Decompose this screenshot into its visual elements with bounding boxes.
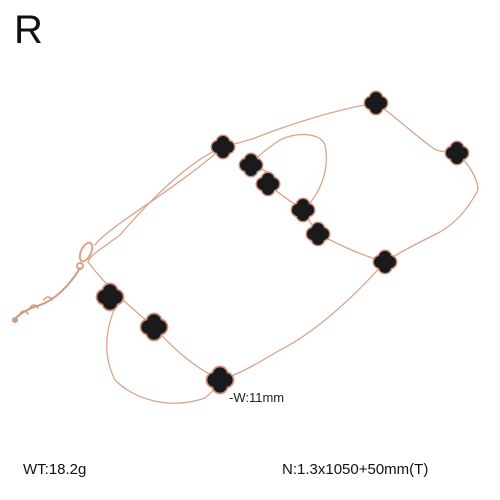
size-spec-label: N:1.3x1050+50mm(T) (282, 461, 429, 478)
extension-drop (12, 317, 18, 323)
lobster-clasp (76, 241, 94, 270)
necklace-chain (87, 102, 479, 404)
brand-letter-badge: R (14, 8, 43, 52)
weight-label: WT:18.2g (23, 461, 87, 478)
extension-chain (15, 267, 81, 319)
width-callout: -W:11mm (229, 390, 285, 405)
